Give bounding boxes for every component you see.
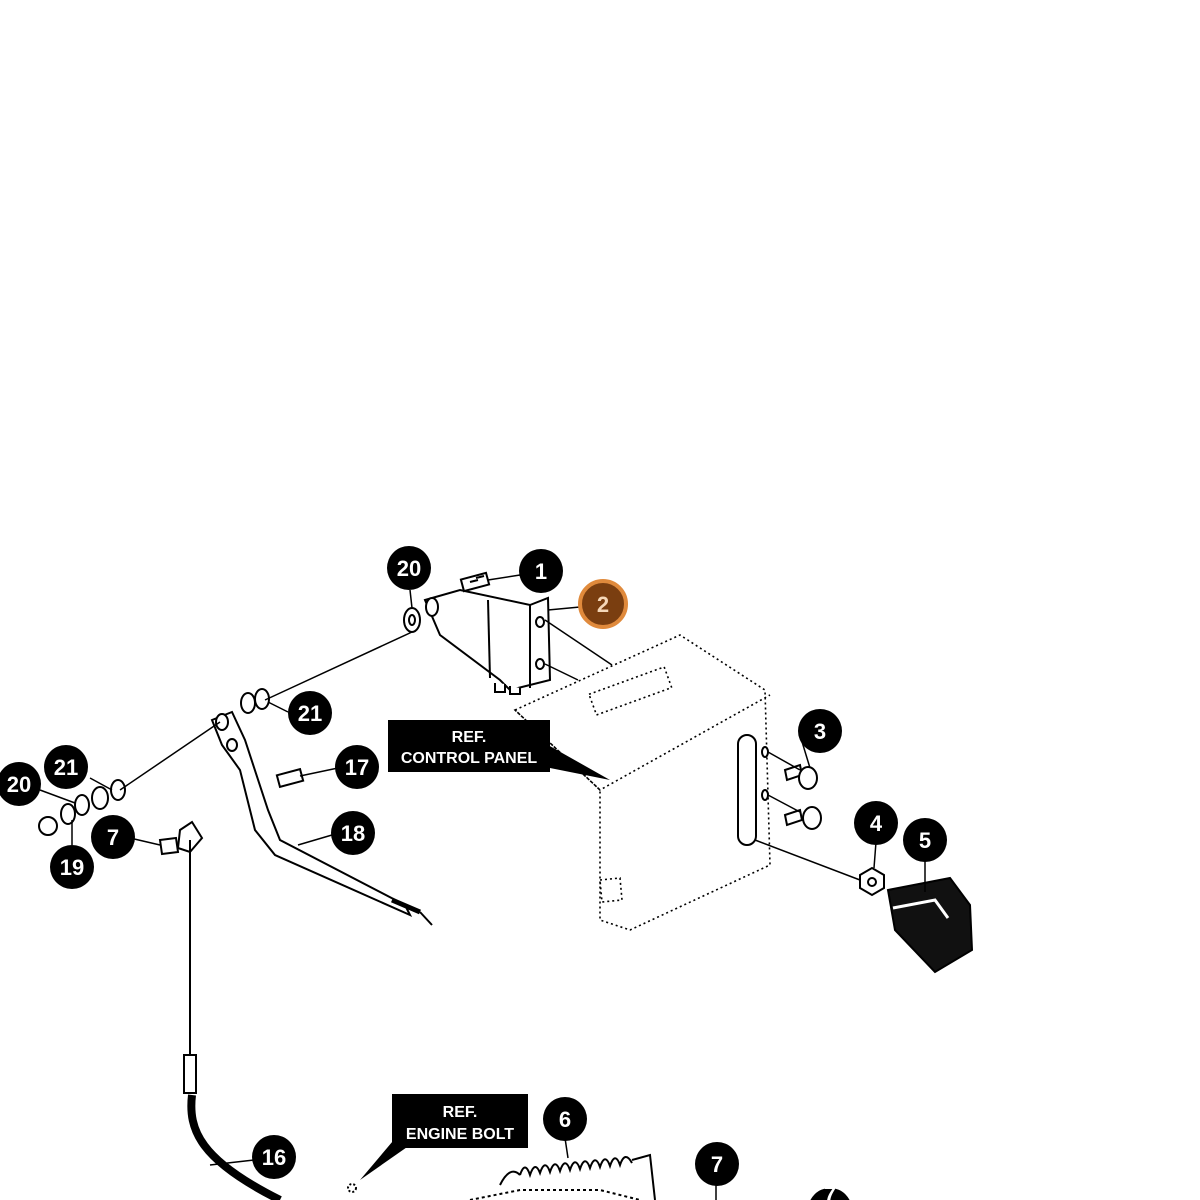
washer-part-20-top: [403, 607, 421, 633]
callout-part-7-corner[interactable]: 7: [808, 1182, 852, 1200]
callout-part-20-top[interactable]: 20: [387, 546, 431, 590]
callout-part-21-left[interactable]: 21: [44, 745, 88, 789]
callout-label: 21: [298, 701, 322, 726]
callout-label: 7: [107, 825, 119, 850]
throttle-cable: [183, 840, 282, 1200]
ref-control-panel-tag: REF. CONTROL PANEL: [388, 720, 610, 780]
callout-label: 16: [262, 1145, 286, 1170]
callout-label: 18: [341, 821, 365, 846]
leader-lines: [39, 574, 926, 1200]
ref-control-panel-line1: REF.: [452, 729, 487, 746]
callout-part-17[interactable]: 17: [335, 745, 379, 789]
callout-label: 4: [870, 811, 883, 836]
callout-label: 20: [397, 556, 421, 581]
callout-label: 17: [345, 755, 369, 780]
callout-part-16[interactable]: 16: [252, 1135, 296, 1179]
callout-label: 2: [597, 592, 609, 617]
callout-part-5[interactable]: 5: [903, 818, 947, 862]
knob-part-5: [886, 876, 974, 974]
bolts-part-3: [737, 734, 822, 846]
callout-part-20-left[interactable]: 20: [0, 762, 41, 806]
callout-label: 20: [7, 772, 31, 797]
left-hardware: [38, 779, 204, 856]
callout-part-7-bottom[interactable]: 7: [695, 1142, 739, 1186]
lever-arm-part: [210, 710, 433, 926]
ref-engine-bolt-line1: REF.: [443, 1104, 478, 1121]
callout-part-3[interactable]: 3: [798, 709, 842, 753]
ref-control-panel-line2: CONTROL PANEL: [401, 750, 538, 767]
callout-part-1[interactable]: 1: [519, 549, 563, 593]
callout-part-19[interactable]: 19: [50, 845, 94, 889]
callout-label: 7: [711, 1152, 723, 1177]
callout-part-18[interactable]: 18: [331, 811, 375, 855]
ref-engine-bolt-tag: REF. ENGINE BOLT: [360, 1094, 528, 1180]
bracket-part: [423, 588, 552, 695]
control-panel-outline: [513, 634, 771, 931]
callout-part-4[interactable]: 4: [854, 801, 898, 845]
callout-part-7-left[interactable]: 7: [91, 815, 135, 859]
callout-label: 5: [919, 828, 931, 853]
callout-label: 6: [559, 1107, 571, 1132]
bolt-part-17: [275, 767, 305, 789]
callout-part-6[interactable]: 6: [543, 1097, 587, 1141]
callout-label: 19: [60, 855, 84, 880]
bolt-part-1: [459, 571, 491, 593]
callout-part-2-highlighted[interactable]: 2: [578, 579, 628, 629]
callout-label: 3: [814, 719, 826, 744]
nut-part-4: [859, 866, 885, 897]
ref-engine-bolt-line2: ENGINE BOLT: [406, 1126, 514, 1143]
callout-label: 21: [54, 755, 78, 780]
callout-part-21-top[interactable]: 21: [288, 691, 332, 735]
spring-part-6: [347, 1153, 656, 1200]
callout-label: 7: [824, 1182, 836, 1200]
callout-label: 1: [535, 559, 547, 584]
washer-part-21-top: [240, 688, 270, 714]
